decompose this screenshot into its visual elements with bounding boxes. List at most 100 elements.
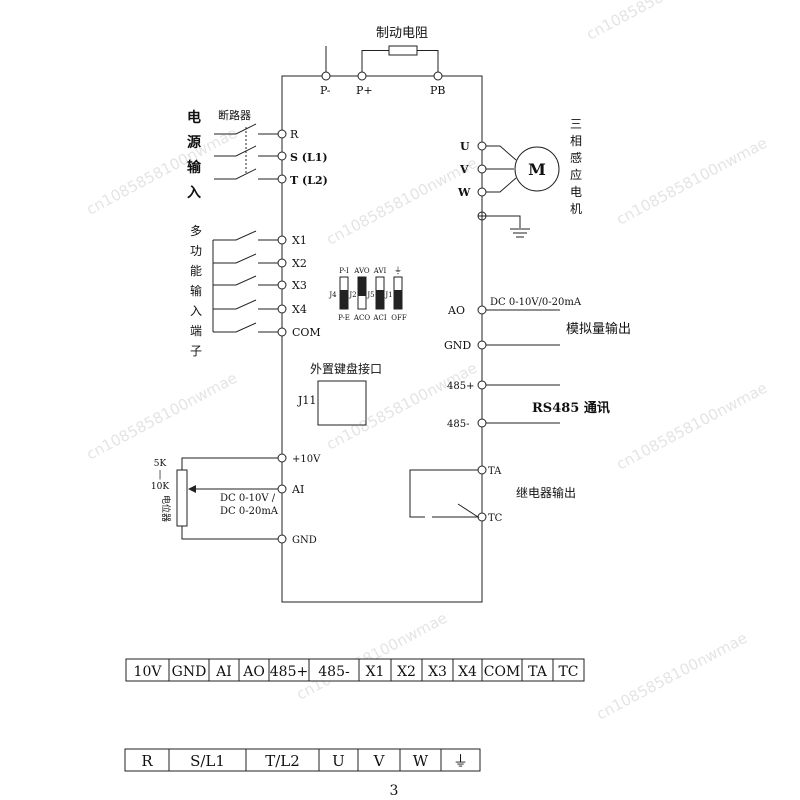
terminal-x1 bbox=[277, 235, 287, 245]
brake-resistor-symbol bbox=[388, 45, 418, 56]
terminal-label: X4 bbox=[292, 303, 307, 316]
analog-input-section: +10V AI GND 5K | 10K 电位器 DC 0-10V / DC 0… bbox=[151, 453, 321, 546]
jumper-bottom-label: P-E bbox=[338, 314, 350, 322]
page-number: 3 bbox=[390, 783, 399, 799]
terminal-label: P+ bbox=[356, 84, 373, 97]
rs485-label: RS485 通讯 bbox=[532, 400, 610, 416]
power-input-label-char: 输 bbox=[187, 159, 202, 176]
multi-input-label-char: 多 bbox=[190, 224, 202, 238]
terminal-gnd-ai bbox=[277, 534, 287, 544]
breaker-switches bbox=[214, 123, 278, 180]
multi-input-section: 多 功 能 输 入 端 子 X1 X2 X3 X4 COM bbox=[190, 224, 321, 358]
keypad-id: J11 bbox=[297, 394, 316, 407]
terminal-label: P- bbox=[320, 84, 331, 97]
terminal-gnd-ao bbox=[477, 340, 487, 350]
motor-label-char: 相 bbox=[570, 134, 582, 148]
watermark: cn1085858100nwmae bbox=[613, 379, 770, 474]
terminal-tc bbox=[477, 512, 487, 522]
terminal-485-plus bbox=[477, 380, 487, 390]
terminal-s bbox=[277, 151, 287, 161]
multi-input-label-char: 功 bbox=[190, 244, 202, 258]
pot-bottom-label: 10K bbox=[151, 482, 169, 492]
terminal-ai bbox=[277, 484, 287, 494]
terminal-cell-label: 10V bbox=[134, 664, 163, 680]
terminal-ta bbox=[477, 465, 487, 475]
terminal-label: 485+ bbox=[447, 381, 474, 392]
terminal-cell-label: S/L1 bbox=[190, 752, 225, 770]
terminal-cell-label: TA bbox=[528, 664, 548, 680]
watermark: cn1085858100nwmae bbox=[83, 369, 240, 464]
analog-output-label: 模拟量输出 bbox=[566, 321, 631, 337]
multi-input-label-char: 能 bbox=[190, 264, 202, 278]
terminal-label: X1 bbox=[292, 234, 307, 247]
jumper-bottom-label: ACO bbox=[353, 314, 370, 322]
jumper-top-label: AVI bbox=[373, 267, 387, 275]
terminal-label: S (L1) bbox=[290, 151, 328, 164]
analog-output-section: AO GND DC 0-10V/0-20mA 模拟量输出 bbox=[444, 297, 631, 352]
terminal-cell-label: 485- bbox=[318, 664, 350, 680]
brake-resistor-label: 制动电阻 bbox=[376, 26, 428, 41]
relay-section: TA TC 继电器输出 bbox=[409, 465, 576, 524]
terminal-t bbox=[277, 174, 287, 184]
jumper-block: P-I AVO AVI ⏚ J4 J2 J5 J1 P-E ACO ACI OF… bbox=[328, 266, 407, 322]
jumper-id: J4 bbox=[328, 291, 337, 299]
jumper-id: J2 bbox=[348, 291, 356, 299]
terminal-cell bbox=[552, 658, 585, 682]
jumper-bottom-label: ACI bbox=[372, 314, 386, 322]
analog-input-range-1: DC 0-10V / bbox=[220, 493, 276, 504]
terminal-cell-label: X1 bbox=[366, 664, 385, 680]
relay-contact bbox=[409, 469, 480, 518]
breaker-label: 断路器 bbox=[218, 108, 251, 122]
jumper-j2-cap bbox=[358, 277, 366, 296]
multi-input-label-char: 子 bbox=[190, 344, 202, 358]
jumper-j5-cap bbox=[376, 290, 384, 309]
terminal-10v bbox=[277, 453, 287, 463]
jumper-top-label: AVO bbox=[353, 267, 370, 275]
terminal-pb bbox=[433, 71, 443, 81]
terminal-cell-label: COM bbox=[484, 664, 521, 680]
motor-label-char: 机 bbox=[570, 202, 582, 216]
terminal-label: AO bbox=[447, 304, 465, 317]
terminal-r bbox=[277, 129, 287, 139]
motor-symbol bbox=[514, 146, 560, 192]
motor-section: U V W M 三 相 感 应 电 机 bbox=[457, 117, 582, 238]
jumper-bottom-label: OFF bbox=[391, 314, 407, 322]
power-input-section: 电 源 输 入 断路器 R S (L1) T (L2) bbox=[187, 108, 328, 201]
watermark: cn1085858100nwmae bbox=[323, 154, 480, 249]
terminal-cell-label: ⏚ bbox=[453, 752, 468, 770]
terminal-label: U bbox=[460, 140, 470, 153]
watermark: cn1085858100nwmae bbox=[583, 0, 740, 44]
pot-top-label: 5K bbox=[154, 459, 167, 469]
terminal-w bbox=[477, 187, 487, 197]
potentiometer-wiper-arrow bbox=[188, 485, 196, 493]
terminal-label: PB bbox=[430, 84, 446, 97]
terminal-com bbox=[277, 327, 287, 337]
terminal-cell-label: R bbox=[141, 752, 153, 770]
terminal-p-minus bbox=[321, 71, 331, 81]
watermark-layer: cn1085858100nwmae cn1085858100nwmae cn10… bbox=[83, 0, 770, 724]
analog-output-wires bbox=[486, 309, 560, 346]
jumper-top-label: ⏚ bbox=[394, 266, 402, 275]
terminal-label: +10V bbox=[292, 454, 321, 465]
terminal-cell-label: X2 bbox=[397, 664, 416, 680]
power-input-label-char: 入 bbox=[187, 185, 201, 201]
terminal-x2 bbox=[277, 258, 287, 268]
terminal-label: 485- bbox=[447, 419, 469, 430]
relay-label: 继电器输出 bbox=[516, 485, 576, 500]
jumper-j1-cap bbox=[394, 290, 402, 309]
terminal-label: GND bbox=[292, 535, 317, 546]
multi-input-label-char: 入 bbox=[190, 304, 202, 318]
motor-label-char: 电 bbox=[570, 185, 582, 199]
multi-input-switches bbox=[212, 230, 278, 333]
terminal-u bbox=[477, 141, 487, 151]
multi-input-label-char: 端 bbox=[190, 324, 202, 338]
terminal-cell-label: X3 bbox=[428, 664, 447, 680]
motor-label-char: 应 bbox=[570, 167, 582, 182]
jumper-j4-cap bbox=[340, 290, 348, 309]
jumper-id: J5 bbox=[366, 291, 374, 299]
terminal-cell-label: W bbox=[413, 752, 429, 770]
terminal-label: TC bbox=[488, 513, 503, 524]
terminal-x3 bbox=[277, 280, 287, 290]
